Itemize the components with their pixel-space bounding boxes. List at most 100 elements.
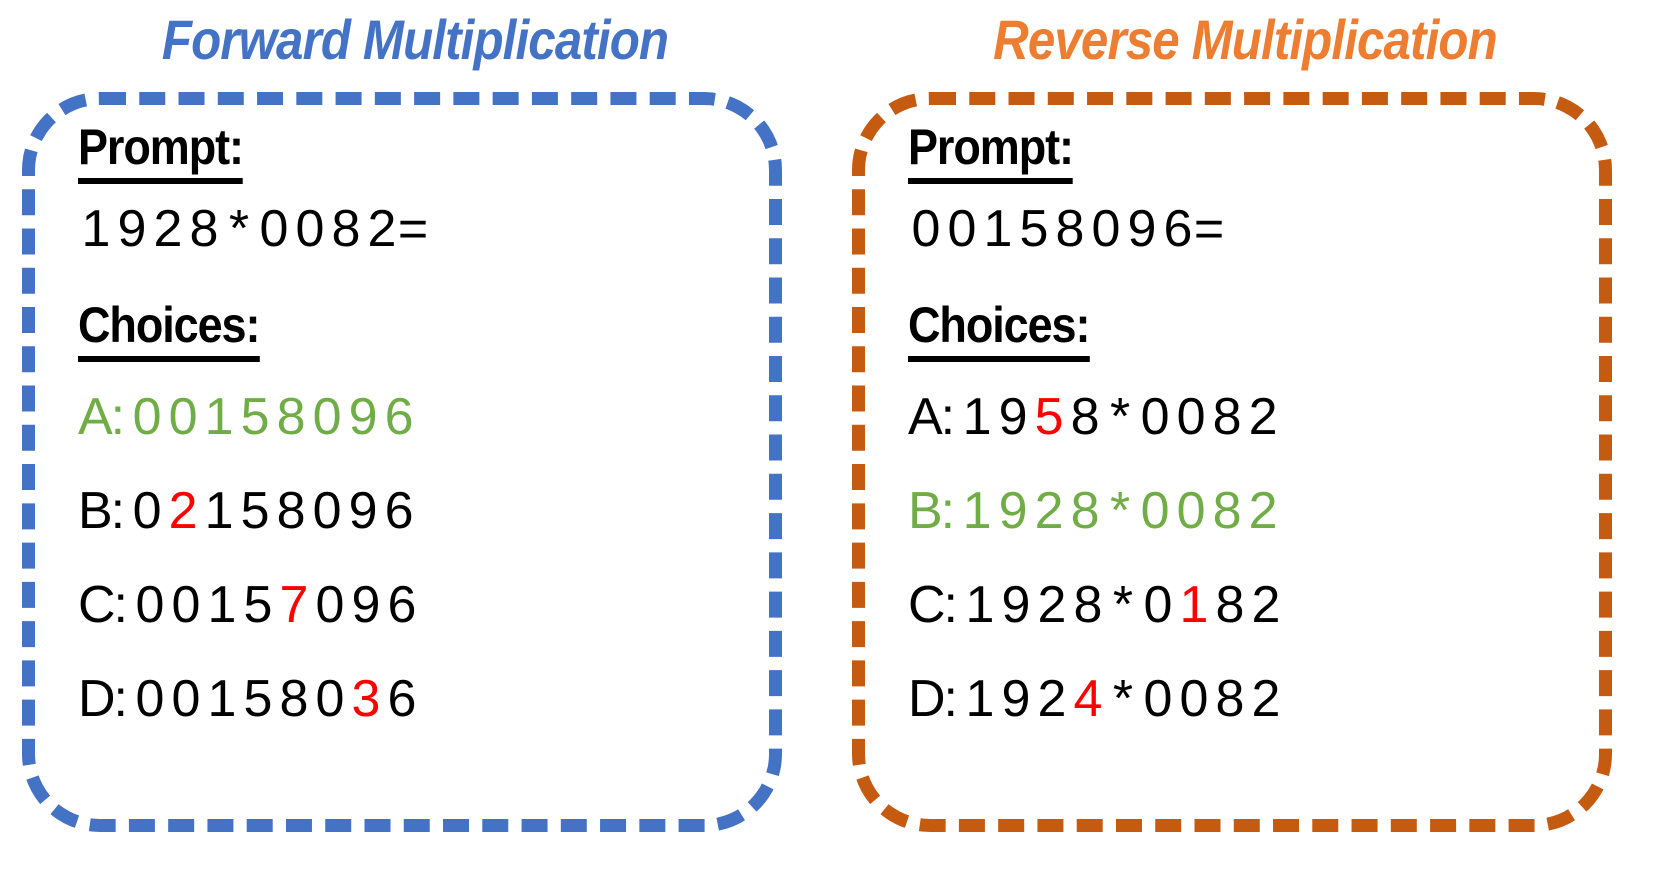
digit-glyph: 1 [962,388,992,446]
digit-glyph: 1 [983,200,1013,258]
digit-glyph: 9 [117,200,147,258]
digit-glyph: 8 [1212,482,1242,540]
digit-glyph: 9 [1127,200,1157,258]
digit-glyph: 2 [168,482,198,540]
digit-glyph: 2 [153,200,183,258]
digit-glyph: 8 [1215,576,1245,634]
digit-glyph: 3 [351,670,381,728]
panel-border-forward [22,92,782,832]
equals-glyph: = [1193,200,1225,258]
digit-glyph: 8 [1070,482,1100,540]
digit-glyph: 2 [1034,482,1064,540]
choices-heading-row: Choices: [908,296,1608,362]
digit-glyph: 0 [1091,200,1121,258]
digit-glyph: 2 [1248,388,1278,446]
digit-glyph: 1 [965,576,995,634]
digit-glyph: 0 [1176,482,1206,540]
digit-glyph: 1 [204,388,234,446]
digit-glyph: 0 [1140,388,1170,446]
digit-glyph: 0 [135,670,165,728]
digit-glyph: 8 [1215,670,1245,728]
digit-glyph: 9 [1001,576,1031,634]
choices-heading: Choices: [78,296,260,362]
digit-glyph: 2 [367,200,397,258]
digit-glyph: 9 [998,482,1028,540]
digit-glyph: 0 [295,200,325,258]
digit-glyph: 5 [240,388,270,446]
choice-letter-d: D: [78,670,128,728]
digit-glyph: 0 [1143,576,1173,634]
prompt-heading: Prompt: [908,118,1074,184]
panel-title-reverse: Reverse Multiplication [993,8,1498,71]
digit-glyph: 2 [1248,482,1278,540]
digit-glyph: 1 [207,670,237,728]
choice-letter-c: C: [78,576,128,634]
digit-glyph: 0 [315,576,345,634]
digit-glyph: 2 [1251,576,1281,634]
digit-glyph: 0 [259,200,289,258]
prompt-heading-row: Prompt: [908,118,1608,184]
digit-glyph: 1 [1179,576,1209,634]
choices-heading-row: Choices: [78,296,778,362]
digit-glyph: 8 [276,482,306,540]
digit-glyph: 8 [1070,388,1100,446]
panel-border-reverse [852,92,1612,832]
digit-glyph: 0 [1143,670,1173,728]
digit-glyph: 0 [947,200,977,258]
digit-glyph: 0 [171,576,201,634]
digit-glyph: 6 [387,576,417,634]
digit-glyph: 0 [315,670,345,728]
digit-glyph: 9 [348,388,378,446]
digit-glyph: 8 [276,388,306,446]
digit-glyph: 2 [1037,576,1067,634]
panel-title-forward: Forward Multiplication [161,8,669,71]
digit-glyph: 8 [1073,576,1103,634]
digit-glyph: 9 [998,388,1028,446]
digit-glyph: 5 [1034,388,1064,446]
asterisk-glyph: * [228,200,250,258]
digit-glyph: 2 [1037,670,1067,728]
digit-glyph: 0 [132,388,162,446]
digit-glyph: 0 [135,576,165,634]
digit-glyph: 2 [1251,670,1281,728]
digit-glyph: 8 [1212,388,1242,446]
choice-letter-d: D: [908,670,958,728]
choice-letter-c: C: [908,576,958,634]
digit-glyph: 9 [1001,670,1031,728]
asterisk-glyph: * [1110,482,1131,540]
digit-glyph: 8 [1055,200,1085,258]
digit-glyph: 6 [1163,200,1193,258]
digit-glyph: 5 [243,670,273,728]
digit-glyph: 1 [207,576,237,634]
prompt-heading: Prompt: [78,118,244,184]
digit-glyph: 0 [132,482,162,540]
asterisk-glyph: * [1110,388,1131,446]
digit-glyph: 5 [243,576,273,634]
digit-glyph: 0 [911,200,941,258]
digit-glyph: 6 [387,670,417,728]
digit-glyph: 6 [384,482,414,540]
digit-glyph: 0 [1176,388,1206,446]
